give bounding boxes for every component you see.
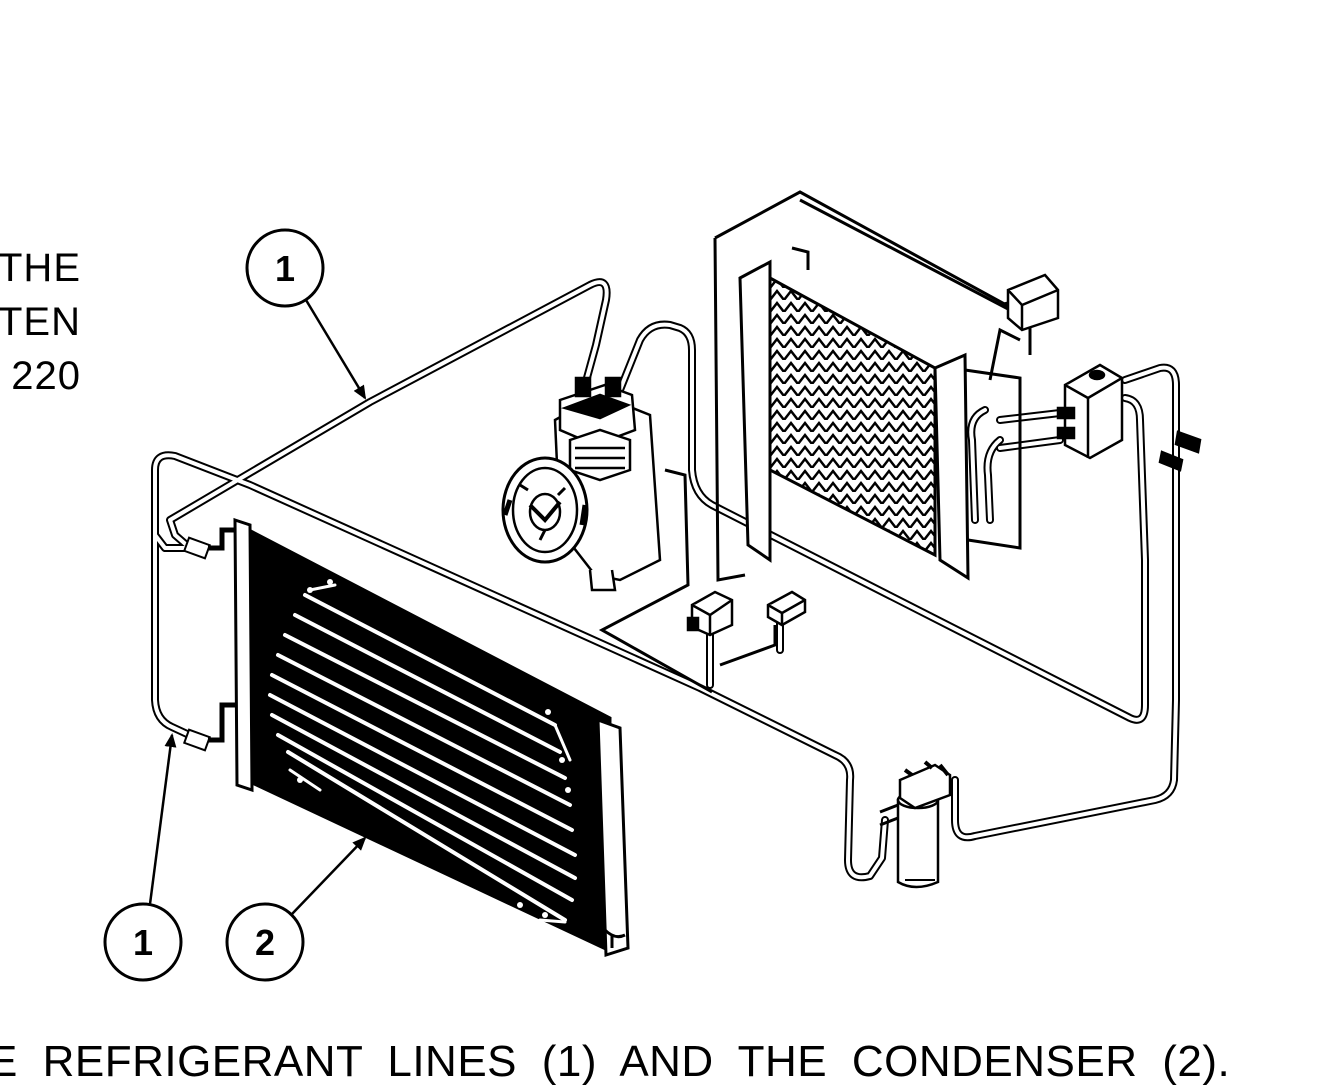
pressure-switch bbox=[686, 590, 734, 637]
callout-1-top: 1 bbox=[245, 228, 367, 400]
side-text-line-1: THE bbox=[0, 246, 81, 290]
condenser-mount-dots bbox=[297, 579, 571, 918]
relay bbox=[719, 590, 807, 667]
callout-1-bottom-label: 1 bbox=[133, 922, 153, 963]
callout-2: 2 bbox=[225, 836, 367, 982]
condenser-tubes bbox=[268, 583, 577, 924]
evaporator-switch bbox=[999, 273, 1060, 332]
side-text-line-2: TEN bbox=[0, 300, 81, 344]
refrigerant-lines bbox=[151, 278, 1180, 882]
evaporator-assembly bbox=[713, 190, 1032, 582]
receiver-drier bbox=[879, 760, 952, 889]
side-text-line-3: 220 bbox=[11, 354, 81, 398]
expansion-valve bbox=[1056, 363, 1124, 460]
callout-1-top-label: 1 bbox=[275, 248, 295, 289]
caption-text: E REFRIGERANT LINES (1) AND THE CONDENSE… bbox=[0, 1037, 1231, 1086]
compressor bbox=[501, 376, 713, 694]
callout-1-bottom: 1 bbox=[103, 733, 183, 982]
service-fittings bbox=[1158, 430, 1202, 472]
callout-2-label: 2 bbox=[255, 922, 275, 963]
line-fittings bbox=[182, 527, 236, 752]
condenser bbox=[233, 517, 630, 958]
